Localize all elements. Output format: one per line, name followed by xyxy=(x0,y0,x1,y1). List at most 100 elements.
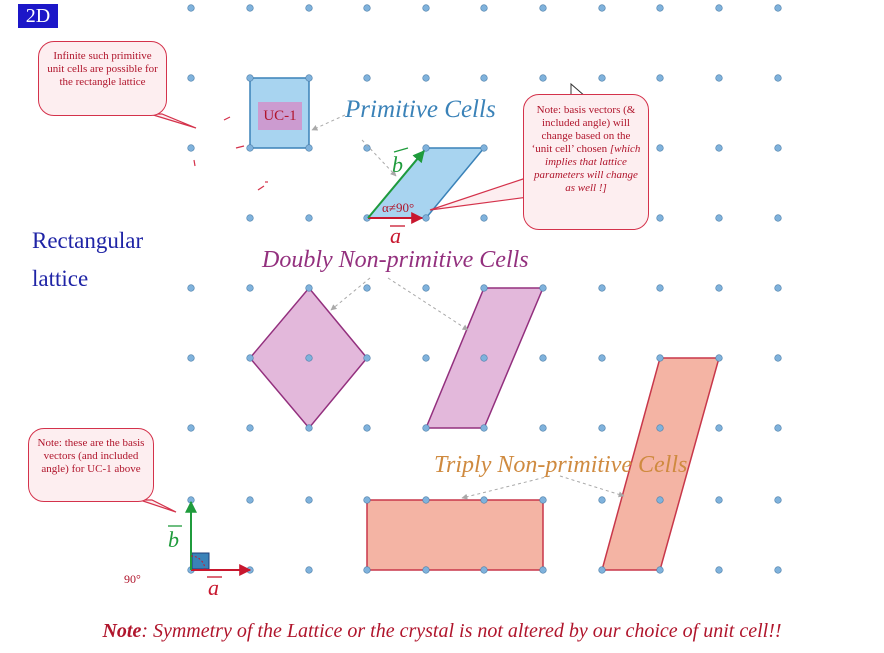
lattice-point xyxy=(774,214,782,222)
lattice-point xyxy=(246,496,254,504)
lattice-point xyxy=(422,284,430,292)
lattice-type-label: Rectangular lattice xyxy=(32,228,144,291)
lattice-point xyxy=(715,566,723,574)
lattice-point xyxy=(187,354,195,362)
lattice-point xyxy=(246,74,254,82)
heading-triply-nonprimitive: Triply Non-primitive Cells xyxy=(434,452,688,478)
bottom-note-prefix: Note xyxy=(102,620,142,642)
lattice-point xyxy=(539,354,547,362)
lattice-point xyxy=(774,74,782,82)
lattice-point xyxy=(480,496,488,504)
angle-label-basis: 90° xyxy=(124,572,141,586)
vector-b-label-basis: b xyxy=(168,527,179,552)
lattice-point xyxy=(774,284,782,292)
lattice-point xyxy=(480,284,488,292)
heading-doubly-nonprimitive: Doubly Non-primitive Cells xyxy=(262,247,529,273)
lattice-point xyxy=(656,424,664,432)
callout-basis-uc1-text: Note: these are the basis vectors (and i… xyxy=(37,437,145,475)
lattice-point xyxy=(598,354,606,362)
lattice-point xyxy=(656,214,664,222)
pointer-arrows xyxy=(311,114,625,500)
lattice-point xyxy=(539,74,547,82)
lattice-point xyxy=(774,566,782,574)
lattice-point xyxy=(539,4,547,12)
lattice-point xyxy=(480,144,488,152)
lattice-point xyxy=(774,354,782,362)
lattice-point xyxy=(422,214,430,222)
vector-b-primitive xyxy=(367,150,425,219)
lattice-point xyxy=(598,496,606,504)
lattice-point xyxy=(422,424,430,432)
lattice-point xyxy=(187,4,195,12)
stray-mark-2 xyxy=(235,145,245,149)
callout-tail-infinite xyxy=(149,113,197,129)
stray-marks xyxy=(193,116,268,191)
stray-mark-1 xyxy=(223,116,231,121)
lattice-point xyxy=(715,496,723,504)
heading-primitive-cells: Primitive Cells xyxy=(345,96,496,123)
lattice-point xyxy=(422,144,430,152)
lattice-point xyxy=(422,354,430,362)
lattice-point xyxy=(305,144,313,152)
lattice-point xyxy=(187,424,195,432)
lattice-point xyxy=(187,284,195,292)
callout-tail-basis-uc1 xyxy=(139,499,177,513)
lattice-point xyxy=(480,214,488,222)
vector-a-label-primitive: a xyxy=(390,223,401,248)
lattice-point xyxy=(656,496,664,504)
lattice-point xyxy=(598,566,606,574)
pointer-doubly-para xyxy=(387,277,469,331)
lattice-point xyxy=(598,284,606,292)
lattice-point xyxy=(715,214,723,222)
lattice-point xyxy=(598,4,606,12)
lattice-point xyxy=(715,74,723,82)
lattice-point xyxy=(363,424,371,432)
pointer-triply-rect xyxy=(461,475,551,500)
lattice-point xyxy=(715,424,723,432)
angle-arc-basis xyxy=(190,555,206,571)
lattice-point xyxy=(656,354,664,362)
lattice-point xyxy=(363,566,371,574)
lattice-point xyxy=(246,284,254,292)
pointer-primitive-uc1 xyxy=(311,114,346,131)
lattice-point xyxy=(305,354,313,362)
arrow-over-b-primitive xyxy=(393,147,409,153)
lattice-point xyxy=(480,354,488,362)
lattice-point xyxy=(305,496,313,504)
lattice-point xyxy=(246,4,254,12)
lattice-point xyxy=(598,424,606,432)
pointer-primitive-para xyxy=(361,139,397,177)
lattice-point xyxy=(480,424,488,432)
callout-basis-uc1: Note: these are the basis vectors (and i… xyxy=(28,428,154,502)
bottom-note-text: : Symmetry of the Lattice or the crystal… xyxy=(141,620,782,642)
lattice-point xyxy=(422,566,430,574)
triply-cell-rectangle xyxy=(366,499,544,571)
lattice-point xyxy=(305,284,313,292)
lattice-point xyxy=(363,496,371,504)
callout-basis-change-text: Note: basis vectors (& included angle) w… xyxy=(531,104,636,155)
lattice-point xyxy=(774,496,782,504)
lattice-point xyxy=(422,74,430,82)
lattice-point xyxy=(246,354,254,362)
lattice-point xyxy=(539,566,547,574)
lattice-point xyxy=(480,4,488,12)
lattice-point xyxy=(656,284,664,292)
angle-label-primitive: α≠90° xyxy=(382,200,415,215)
callout-basis-change-italic: [which implies that lattice parameters w… xyxy=(534,143,641,194)
lattice-point xyxy=(656,4,664,12)
lattice-point xyxy=(305,4,313,12)
lattice-point xyxy=(305,566,313,574)
uc1-label: UC-1 xyxy=(258,102,302,130)
stray-mark-3 xyxy=(193,159,196,167)
lattice-point xyxy=(363,4,371,12)
lattice-point xyxy=(774,424,782,432)
lattice-point xyxy=(715,284,723,292)
lattice-point xyxy=(656,74,664,82)
callout-infinite-text: Infinite such primitive unit cells are p… xyxy=(47,50,158,88)
lattice-point xyxy=(187,74,195,82)
lattice-point xyxy=(539,284,547,292)
bottom-note: Note: Symmetry of the Lattice or the cry… xyxy=(0,620,884,643)
pointer-triply-para xyxy=(559,475,625,498)
lattice-point xyxy=(363,74,371,82)
